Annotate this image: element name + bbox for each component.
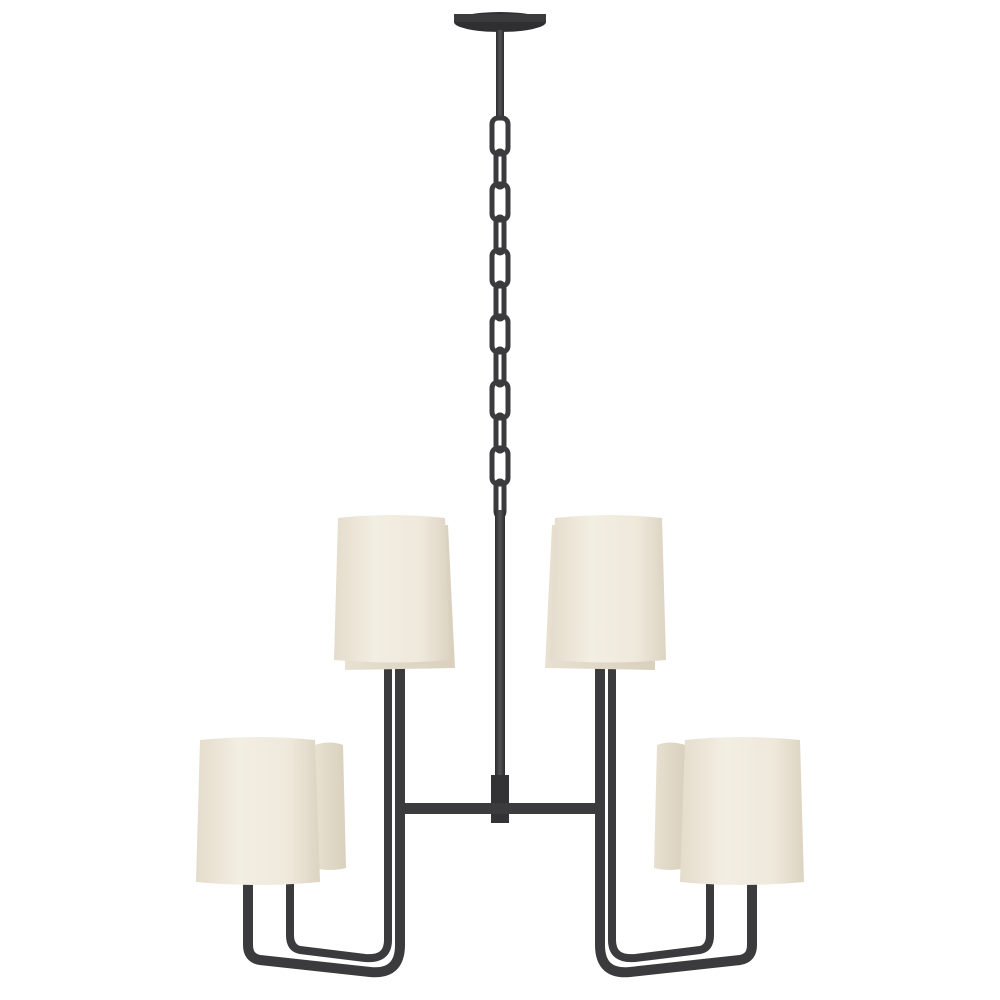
- shade-lower-left: [196, 737, 320, 885]
- shade-lower-right-back: [654, 742, 685, 870]
- central-stem: [396, 510, 604, 823]
- chain-link: [493, 214, 507, 256]
- chain-link: [489, 115, 511, 157]
- chain-link: [489, 313, 511, 355]
- arms: [243, 660, 757, 978]
- chain-link: [489, 445, 511, 487]
- chain-link: [493, 412, 507, 454]
- chain: (function(){ const g=document.currentScr…: [489, 115, 511, 520]
- canopy: [454, 12, 546, 120]
- chain-link: [493, 148, 507, 190]
- chain-link: [493, 346, 507, 388]
- chain-link: [489, 181, 511, 223]
- shade-upper-left: [334, 515, 455, 670]
- shade-lower-right: [680, 737, 804, 885]
- shade-lower-left-back: [315, 742, 346, 870]
- shade-upper-right: [545, 515, 666, 670]
- chain-link: [493, 280, 507, 322]
- chain-link: [489, 247, 511, 289]
- chain-link: [489, 379, 511, 421]
